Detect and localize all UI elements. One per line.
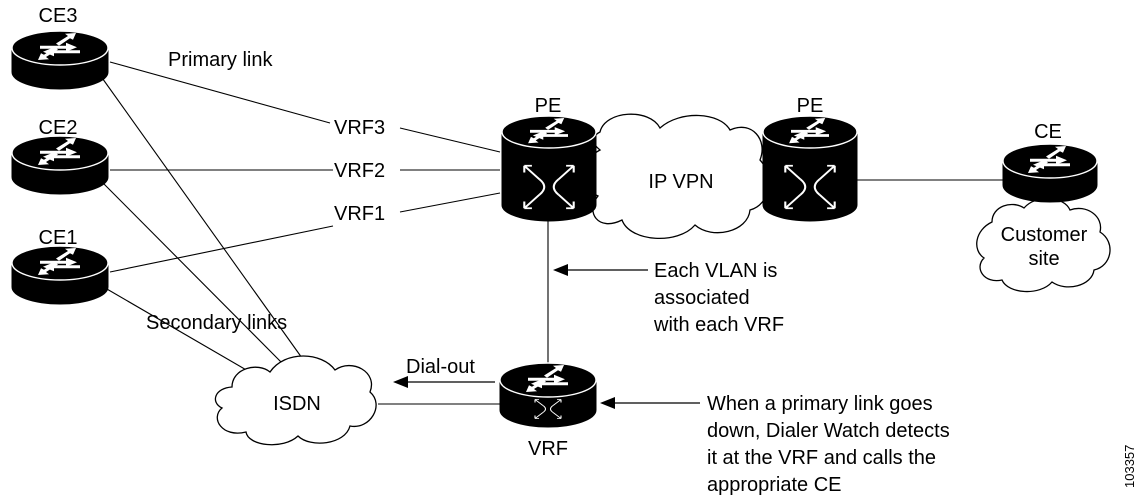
router-ce1 xyxy=(11,245,109,305)
vrf-router-label: VRF xyxy=(528,438,568,460)
pe-right-label: PE xyxy=(797,95,824,117)
vlan-annotation: Each VLAN is associated with each VRF xyxy=(653,260,784,336)
vlan-annotation-line-1: Each VLAN is xyxy=(654,260,777,282)
dialer-watch-arrow xyxy=(600,397,700,409)
ce2-label: CE2 xyxy=(39,117,78,139)
ip-vpn-cloud: IP VPN xyxy=(584,113,770,239)
vlan-arrow xyxy=(553,264,648,276)
customer-site-cloud: Customer site xyxy=(976,197,1111,293)
dial-out-arrow xyxy=(393,376,495,388)
customer-site-label-line-2: site xyxy=(1028,248,1059,270)
node-labels: CE3 CE2 CE1 PE PE CE VRF xyxy=(39,5,1062,460)
ip-vpn-label: IP VPN xyxy=(648,171,713,193)
router-ce-right xyxy=(1002,143,1098,203)
router-icon xyxy=(499,362,597,428)
switch-router-icon xyxy=(501,115,597,222)
arrowhead-icon xyxy=(600,397,615,409)
primary-link-ce1 xyxy=(109,225,334,273)
dialer-watch-line-4: appropriate CE xyxy=(707,474,842,496)
switch-router-icon xyxy=(762,115,858,222)
router-icon xyxy=(11,135,109,195)
router-ce2 xyxy=(11,135,109,195)
vrf1-link-segment xyxy=(399,192,501,213)
secondary-link-ce3 xyxy=(99,74,313,373)
secondary-links-label: Secondary links xyxy=(146,312,287,334)
arrowhead-icon xyxy=(393,376,408,388)
dialer-watch-line-2: down, Dialer Watch detects xyxy=(707,420,950,442)
primary-link-ce3 xyxy=(109,61,331,124)
customer-site-label-line-1: Customer xyxy=(1001,224,1088,246)
dialer-watch-line-3: it at the VRF and calls the xyxy=(707,447,936,469)
vrf3-link-segment xyxy=(399,127,501,153)
dial-out-label: Dial-out xyxy=(406,356,475,378)
isdn-label: ISDN xyxy=(273,393,321,415)
dialer-watch-line-1: When a primary link goes xyxy=(707,393,933,415)
ce1-label: CE1 xyxy=(39,227,78,249)
router-icon xyxy=(11,245,109,305)
figure-id: 103357 xyxy=(1122,445,1137,488)
vlan-annotation-line-3: with each VRF xyxy=(653,314,784,336)
router-icon xyxy=(1002,143,1098,203)
router-vrf xyxy=(499,362,597,428)
router-pe-right xyxy=(762,115,858,222)
router-pe-left xyxy=(501,115,597,222)
secondary-link-ce2 xyxy=(99,179,286,367)
pe-left-label: PE xyxy=(535,95,562,117)
arrowhead-icon xyxy=(553,264,568,276)
ce3-label: CE3 xyxy=(39,5,78,27)
vrf3-label: VRF3 xyxy=(334,117,385,139)
isdn-cloud: ISDN xyxy=(214,355,377,446)
primary-link-label: Primary link xyxy=(168,49,273,71)
connection-lines xyxy=(99,61,1003,405)
vlan-annotation-line-2: associated xyxy=(654,287,750,309)
secondary-link-ce1 xyxy=(99,284,256,376)
router-icon xyxy=(11,30,109,90)
link-labels: Primary link VRF3 VRF2 VRF1 Secondary li… xyxy=(146,49,475,378)
router-ce3 xyxy=(11,30,109,90)
vrf2-label: VRF2 xyxy=(334,160,385,182)
vrf1-label: VRF1 xyxy=(334,203,385,225)
dialer-watch-annotation: When a primary link goes down, Dialer Wa… xyxy=(707,393,950,496)
ce-right-label: CE xyxy=(1034,121,1062,143)
